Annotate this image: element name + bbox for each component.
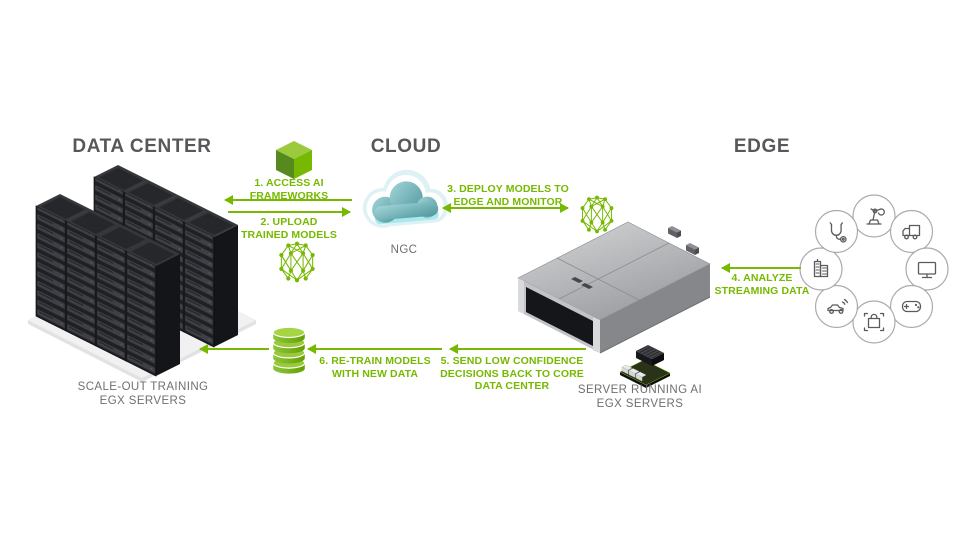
- new-data-database-icon: [272, 326, 306, 374]
- arrow-step5-server-to-database: [449, 344, 586, 354]
- arrow-step3-bidirectional: [442, 203, 569, 213]
- edge-server-caption: SERVER RUNNING AI EGX SERVERS: [577, 384, 703, 411]
- arrow-step1-cloud-to-datacenter: [224, 195, 352, 205]
- smart-city-building-icon: [813, 258, 829, 278]
- arrowhead-left-icon: [199, 344, 208, 354]
- arrowhead-left-icon: [442, 203, 451, 213]
- arrowhead-left-icon: [307, 344, 316, 354]
- step5-label: 5. SEND LOW CONFIDENCE DECISIONS BACK TO…: [440, 355, 584, 393]
- logistics-truck-icon: [902, 224, 921, 240]
- ai-frameworks-cube-icon: [276, 141, 312, 179]
- egx-edge-server-illustration: [517, 221, 711, 354]
- arrow-step2-datacenter-to-cloud: [228, 207, 351, 217]
- edge-title: EDGE: [733, 136, 791, 157]
- jetson-module-icon: [619, 345, 671, 388]
- retail-shopping-bag-icon: [863, 312, 885, 332]
- arrowhead-left-icon: [721, 263, 730, 273]
- data-center-title: DATA CENTER: [72, 136, 212, 157]
- step6-label: 6. RE-TRAIN MODELS WITH NEW DATA: [319, 355, 431, 380]
- gaming-controller-icon: [901, 300, 922, 313]
- arrowhead-right-icon: [560, 203, 569, 213]
- trained-model-network-icon: [278, 241, 316, 283]
- arrowhead-right-icon: [342, 207, 351, 217]
- manufacturing-robot-arm-icon: [866, 208, 885, 225]
- step1-label: 1. ACCESS AI FRAMEWORKS: [249, 177, 329, 202]
- healthcare-stethoscope-icon: [829, 222, 847, 243]
- arrowhead-left-icon: [224, 195, 233, 205]
- step4-label: 4. ANALYZE STREAMING DATA: [714, 272, 810, 297]
- automotive-car-icon: [827, 298, 849, 314]
- cloud-title: CLOUD: [370, 136, 442, 157]
- ngc-cloud-icon: [362, 169, 448, 228]
- arrow-step4-edge-to-server: [721, 263, 801, 273]
- ngc-caption: NGC: [390, 244, 418, 256]
- edge-industries-ring: [799, 194, 949, 344]
- display-monitor-icon: [917, 261, 937, 279]
- arrow-step6-to-database: [307, 344, 442, 354]
- arrowhead-left-icon: [449, 344, 458, 354]
- step2-label: 2. UPLOAD TRAINED MODELS: [241, 216, 337, 241]
- arrow-database-to-datacenter: [199, 344, 269, 354]
- step3-label: 3. DEPLOY MODELS TO EDGE AND MONITOR: [447, 183, 569, 208]
- data-center-caption: SCALE-OUT TRAINING EGX SERVERS: [77, 381, 209, 408]
